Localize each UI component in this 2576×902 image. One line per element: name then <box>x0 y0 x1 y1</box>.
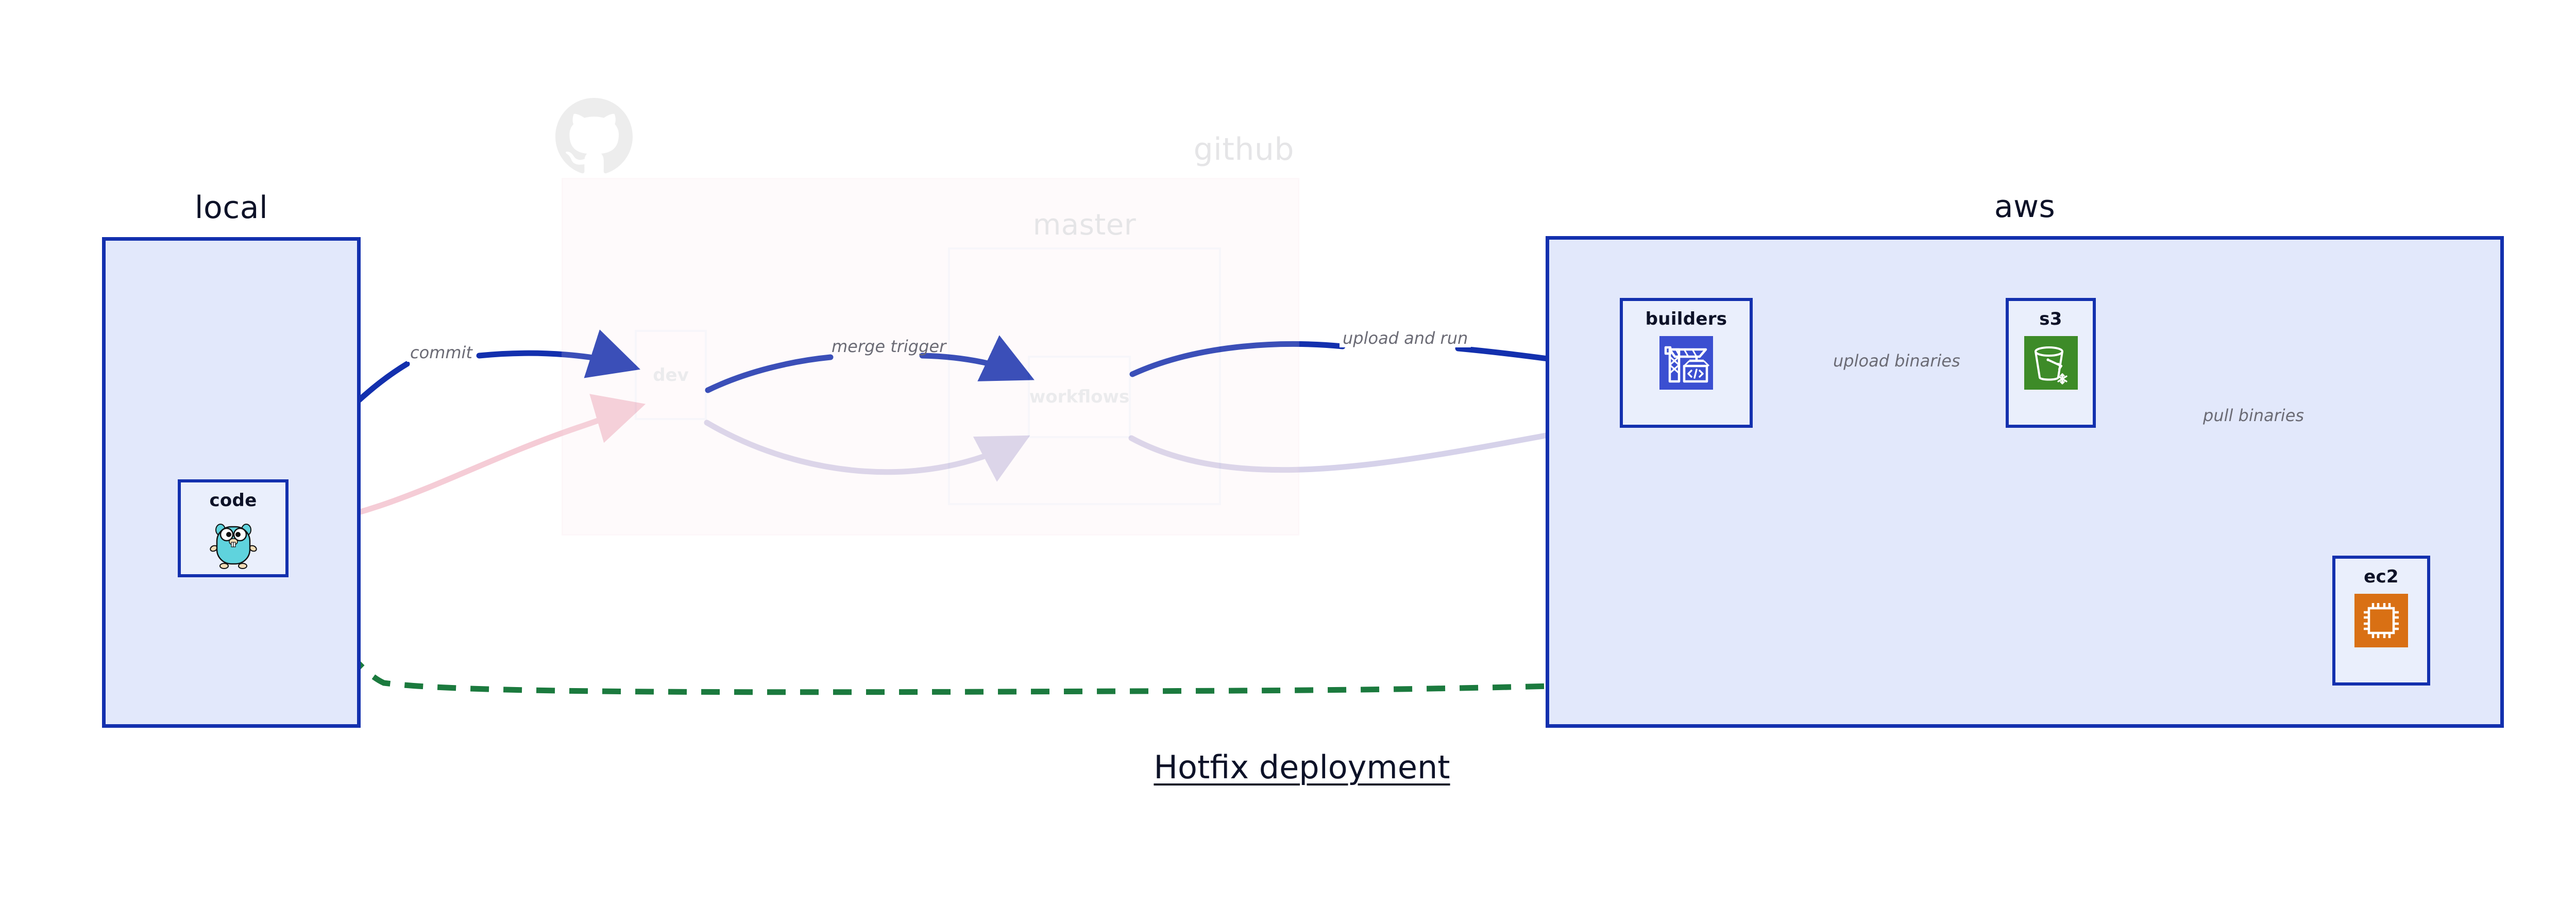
node-dev[interactable]: dev <box>635 330 707 420</box>
github-octocat-icon <box>555 98 633 174</box>
node-label-s3: s3 <box>2039 309 2062 329</box>
group-label-local: local <box>194 190 268 226</box>
node-ec2[interactable]: ec2 <box>2332 556 2430 686</box>
node-label-ec2: ec2 <box>2364 566 2399 587</box>
page-title: Hotfix deployment <box>1154 748 1450 786</box>
edge-label-pull-binaries: pull binaries <box>2203 406 2304 425</box>
edge-label-upload-and-run: upload and run <box>1340 329 1471 347</box>
node-workflows[interactable]: workflows <box>1028 356 1131 438</box>
node-label-dev: dev <box>653 364 689 386</box>
group-master <box>948 247 1221 505</box>
group-label-github: github <box>1193 131 1294 168</box>
node-label-workflows: workflows <box>1029 387 1130 407</box>
node-s3[interactable]: s3 <box>2006 298 2096 428</box>
crane-code-icon <box>1659 336 1713 390</box>
group-github <box>562 178 1299 536</box>
go-gopher-icon <box>209 524 257 569</box>
edge-label-upload-binaries: upload binaries <box>1833 351 1960 371</box>
node-label-builders: builders <box>1645 309 1727 329</box>
s3-bucket-icon <box>2024 336 2078 390</box>
node-builders[interactable]: builders <box>1620 298 1753 428</box>
group-label-aws: aws <box>1994 189 2056 225</box>
edge-label-merge-trigger: merge trigger <box>832 337 946 356</box>
edge-label-commit: commit <box>407 344 476 362</box>
group-label-master: master <box>1032 208 1137 242</box>
cpu-chip-icon <box>2354 594 2408 647</box>
node-label-code: code <box>209 490 257 511</box>
node-code[interactable]: code <box>178 479 289 577</box>
